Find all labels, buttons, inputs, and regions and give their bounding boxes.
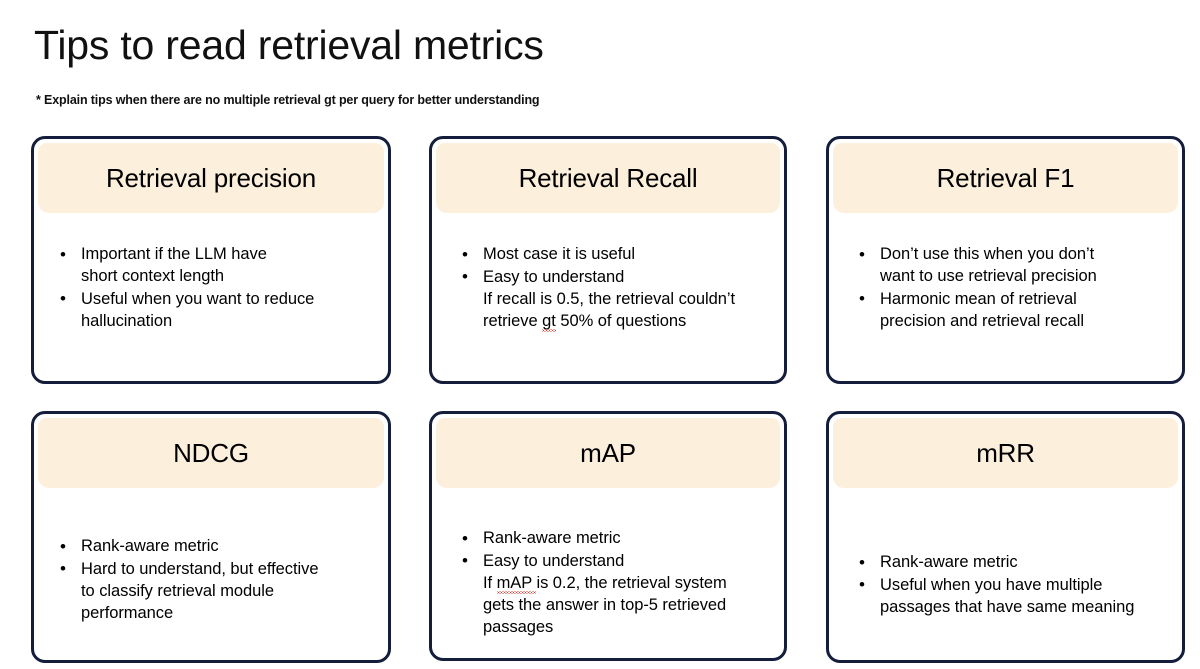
text-after: is 0.2, the retrieval system xyxy=(536,573,727,592)
bullet-line: hallucination xyxy=(81,311,173,330)
list-item: Hard to understand, but effective to cla… xyxy=(56,558,374,625)
card-body-mrr: Rank-aware metric Useful when you have m… xyxy=(829,488,1182,660)
bullet-list: Most case it is useful Easy to understan… xyxy=(458,244,770,333)
list-item: Important if the LLM have short context … xyxy=(56,244,374,288)
card-header-ndcg: NDCG xyxy=(38,418,384,488)
card-header-mrr: mRR xyxy=(833,418,1178,488)
list-item: Harmonic mean of retrieval precision and… xyxy=(855,288,1168,333)
card-title: mRR xyxy=(976,438,1035,468)
bullet-line: precision and retrieval recall xyxy=(880,311,1084,330)
bullet-line: Don’t use this when you don’t xyxy=(880,245,1095,263)
bullet-list: Important if the LLM have short context … xyxy=(56,244,374,333)
bullet-line-with-spellcheck: If mAP is 0.2, the retrieval system xyxy=(483,573,770,595)
bullet-line: Important if the LLM have xyxy=(81,245,267,263)
card-title: Retrieval precision xyxy=(105,163,317,193)
page-subtitle-note: * Explain tips when there are no multipl… xyxy=(36,93,540,107)
metric-card-retrieval-precision[interactable]: Retrieval precision Important if the LLM… xyxy=(31,136,391,384)
bullet-line: want to use retrieval precision xyxy=(880,266,1097,285)
bullet-line: Rank-aware metric xyxy=(81,537,219,555)
spellcheck-misspelled-word: mAP xyxy=(496,573,537,592)
list-item: Rank-aware metric xyxy=(855,552,1168,575)
bullet-line: passages xyxy=(483,617,554,636)
bullet-line: Useful when you have multiple xyxy=(880,575,1103,594)
bullet-list: Rank-aware metric Hard to understand, bu… xyxy=(56,536,374,625)
bullet-line-with-spellcheck: retrieve gt 50% of questions xyxy=(483,311,770,333)
metric-card-ndcg[interactable]: NDCG Rank-aware metric Hard to understan… xyxy=(31,411,391,663)
list-item: Rank-aware metric xyxy=(56,536,374,559)
bullet-line: Easy to understand xyxy=(483,267,625,286)
card-title: mAP xyxy=(580,438,636,468)
list-item: Easy to understand If recall is 0.5, the… xyxy=(458,266,770,333)
bullet-list: Don’t use this when you don’t want to us… xyxy=(855,244,1168,333)
metric-card-retrieval-f1[interactable]: Retrieval F1 Don’t use this when you don… xyxy=(826,136,1185,384)
metric-card-map[interactable]: mAP Rank-aware metric Easy to understand… xyxy=(429,411,787,661)
bullet-list: Rank-aware metric Useful when you have m… xyxy=(855,552,1168,619)
metric-card-mrr[interactable]: mRR Rank-aware metric Useful when you ha… xyxy=(826,411,1185,663)
text-before: If xyxy=(483,573,497,592)
bullet-line: Rank-aware metric xyxy=(483,529,621,547)
list-item: Most case it is useful xyxy=(458,244,770,267)
bullet-line: short context length xyxy=(81,266,225,285)
list-item: Rank-aware metric xyxy=(458,528,770,551)
card-body-retrieval-recall: Most case it is useful Easy to understan… xyxy=(432,213,784,381)
bullet-line: passages that have same meaning xyxy=(880,597,1135,616)
text-before: retrieve xyxy=(483,311,543,330)
bullet-line: gets the answer in top-5 retrieved xyxy=(483,595,727,614)
card-title: Retrieval Recall xyxy=(518,163,698,193)
card-title: Retrieval F1 xyxy=(936,163,1075,193)
spellcheck-misspelled-word: gt xyxy=(542,311,556,330)
page-title: Tips to read retrieval metrics xyxy=(34,22,544,68)
bullet-line: Most case it is useful xyxy=(483,245,636,263)
card-body-retrieval-f1: Don’t use this when you don’t want to us… xyxy=(829,213,1182,381)
bullet-line: Easy to understand xyxy=(483,551,625,570)
card-body-map: Rank-aware metric Easy to understand If … xyxy=(432,488,784,658)
bullet-line: Hard to understand, but effective xyxy=(81,559,319,578)
bullet-line: Harmonic mean of retrieval xyxy=(880,289,1077,308)
card-header-retrieval-f1: Retrieval F1 xyxy=(833,143,1178,213)
metric-card-retrieval-recall[interactable]: Retrieval Recall Most case it is useful … xyxy=(429,136,787,384)
card-header-retrieval-precision: Retrieval precision xyxy=(38,143,384,213)
list-item: Don’t use this when you don’t want to us… xyxy=(855,244,1168,288)
bullet-line: Useful when you want to reduce xyxy=(81,289,315,308)
text-after: 50% of questions xyxy=(555,311,687,330)
list-item: Useful when you have multiple passages t… xyxy=(855,574,1168,619)
list-item: Useful when you want to reduce hallucina… xyxy=(56,288,374,333)
card-title: NDCG xyxy=(173,438,249,468)
card-header-retrieval-recall: Retrieval Recall xyxy=(436,143,780,213)
list-item: Easy to understand If mAP is 0.2, the re… xyxy=(458,550,770,639)
bullet-line: If recall is 0.5, the retrieval couldn’t xyxy=(483,289,736,308)
card-header-map: mAP xyxy=(436,418,780,488)
bullet-line: to classify retrieval module xyxy=(81,581,275,600)
bullet-line: Rank-aware metric xyxy=(880,553,1018,571)
card-body-retrieval-precision: Important if the LLM have short context … xyxy=(34,213,388,381)
bullet-line: performance xyxy=(81,603,174,622)
card-body-ndcg: Rank-aware metric Hard to understand, bu… xyxy=(34,488,388,660)
bullet-list: Rank-aware metric Easy to understand If … xyxy=(458,528,770,639)
